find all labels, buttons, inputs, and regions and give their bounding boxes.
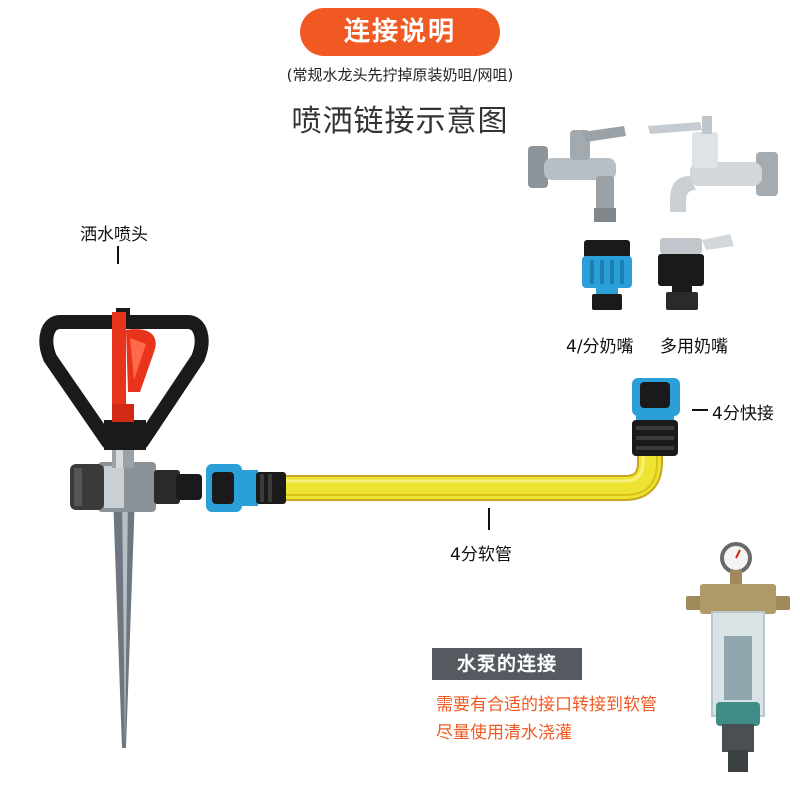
page-subtitle: (常规水龙头先拧掉原装奶咀/网咀) [0, 64, 800, 85]
quick-connector-label-tick [692, 409, 708, 411]
nipple-multi-icon [658, 234, 734, 310]
hose-label: 4分软管 [450, 540, 512, 565]
sprinkler-head-icon [46, 308, 202, 748]
quick-connector-label: 4分快接 [712, 399, 774, 424]
nipple-4-label: 4/分奶嘴 [566, 332, 634, 357]
nipple-4-icon [582, 240, 632, 310]
hose-icon [262, 440, 657, 495]
hose-quick-connector-left-icon [206, 464, 286, 512]
sprinkler-label: 洒水喷头 [80, 220, 148, 245]
pump-connection-title: 水泵的连接 [432, 648, 582, 680]
page-title: 连接说明 [300, 8, 500, 56]
nipple-multi-label: 多用奶嘴 [660, 332, 728, 357]
diagram-heading: 喷洒链接示意图 [0, 96, 800, 140]
quick-connector-right-icon [632, 378, 680, 456]
sprinkler-label-tick [117, 246, 119, 264]
water-filter-icon [686, 544, 790, 772]
faucet-left-icon [528, 126, 626, 222]
hose-label-tick [488, 508, 490, 530]
pump-note-line1: 需要有合适的接口转接到软管 [436, 690, 657, 715]
pump-note-line2: 尽量使用清水浇灌 [436, 718, 572, 743]
